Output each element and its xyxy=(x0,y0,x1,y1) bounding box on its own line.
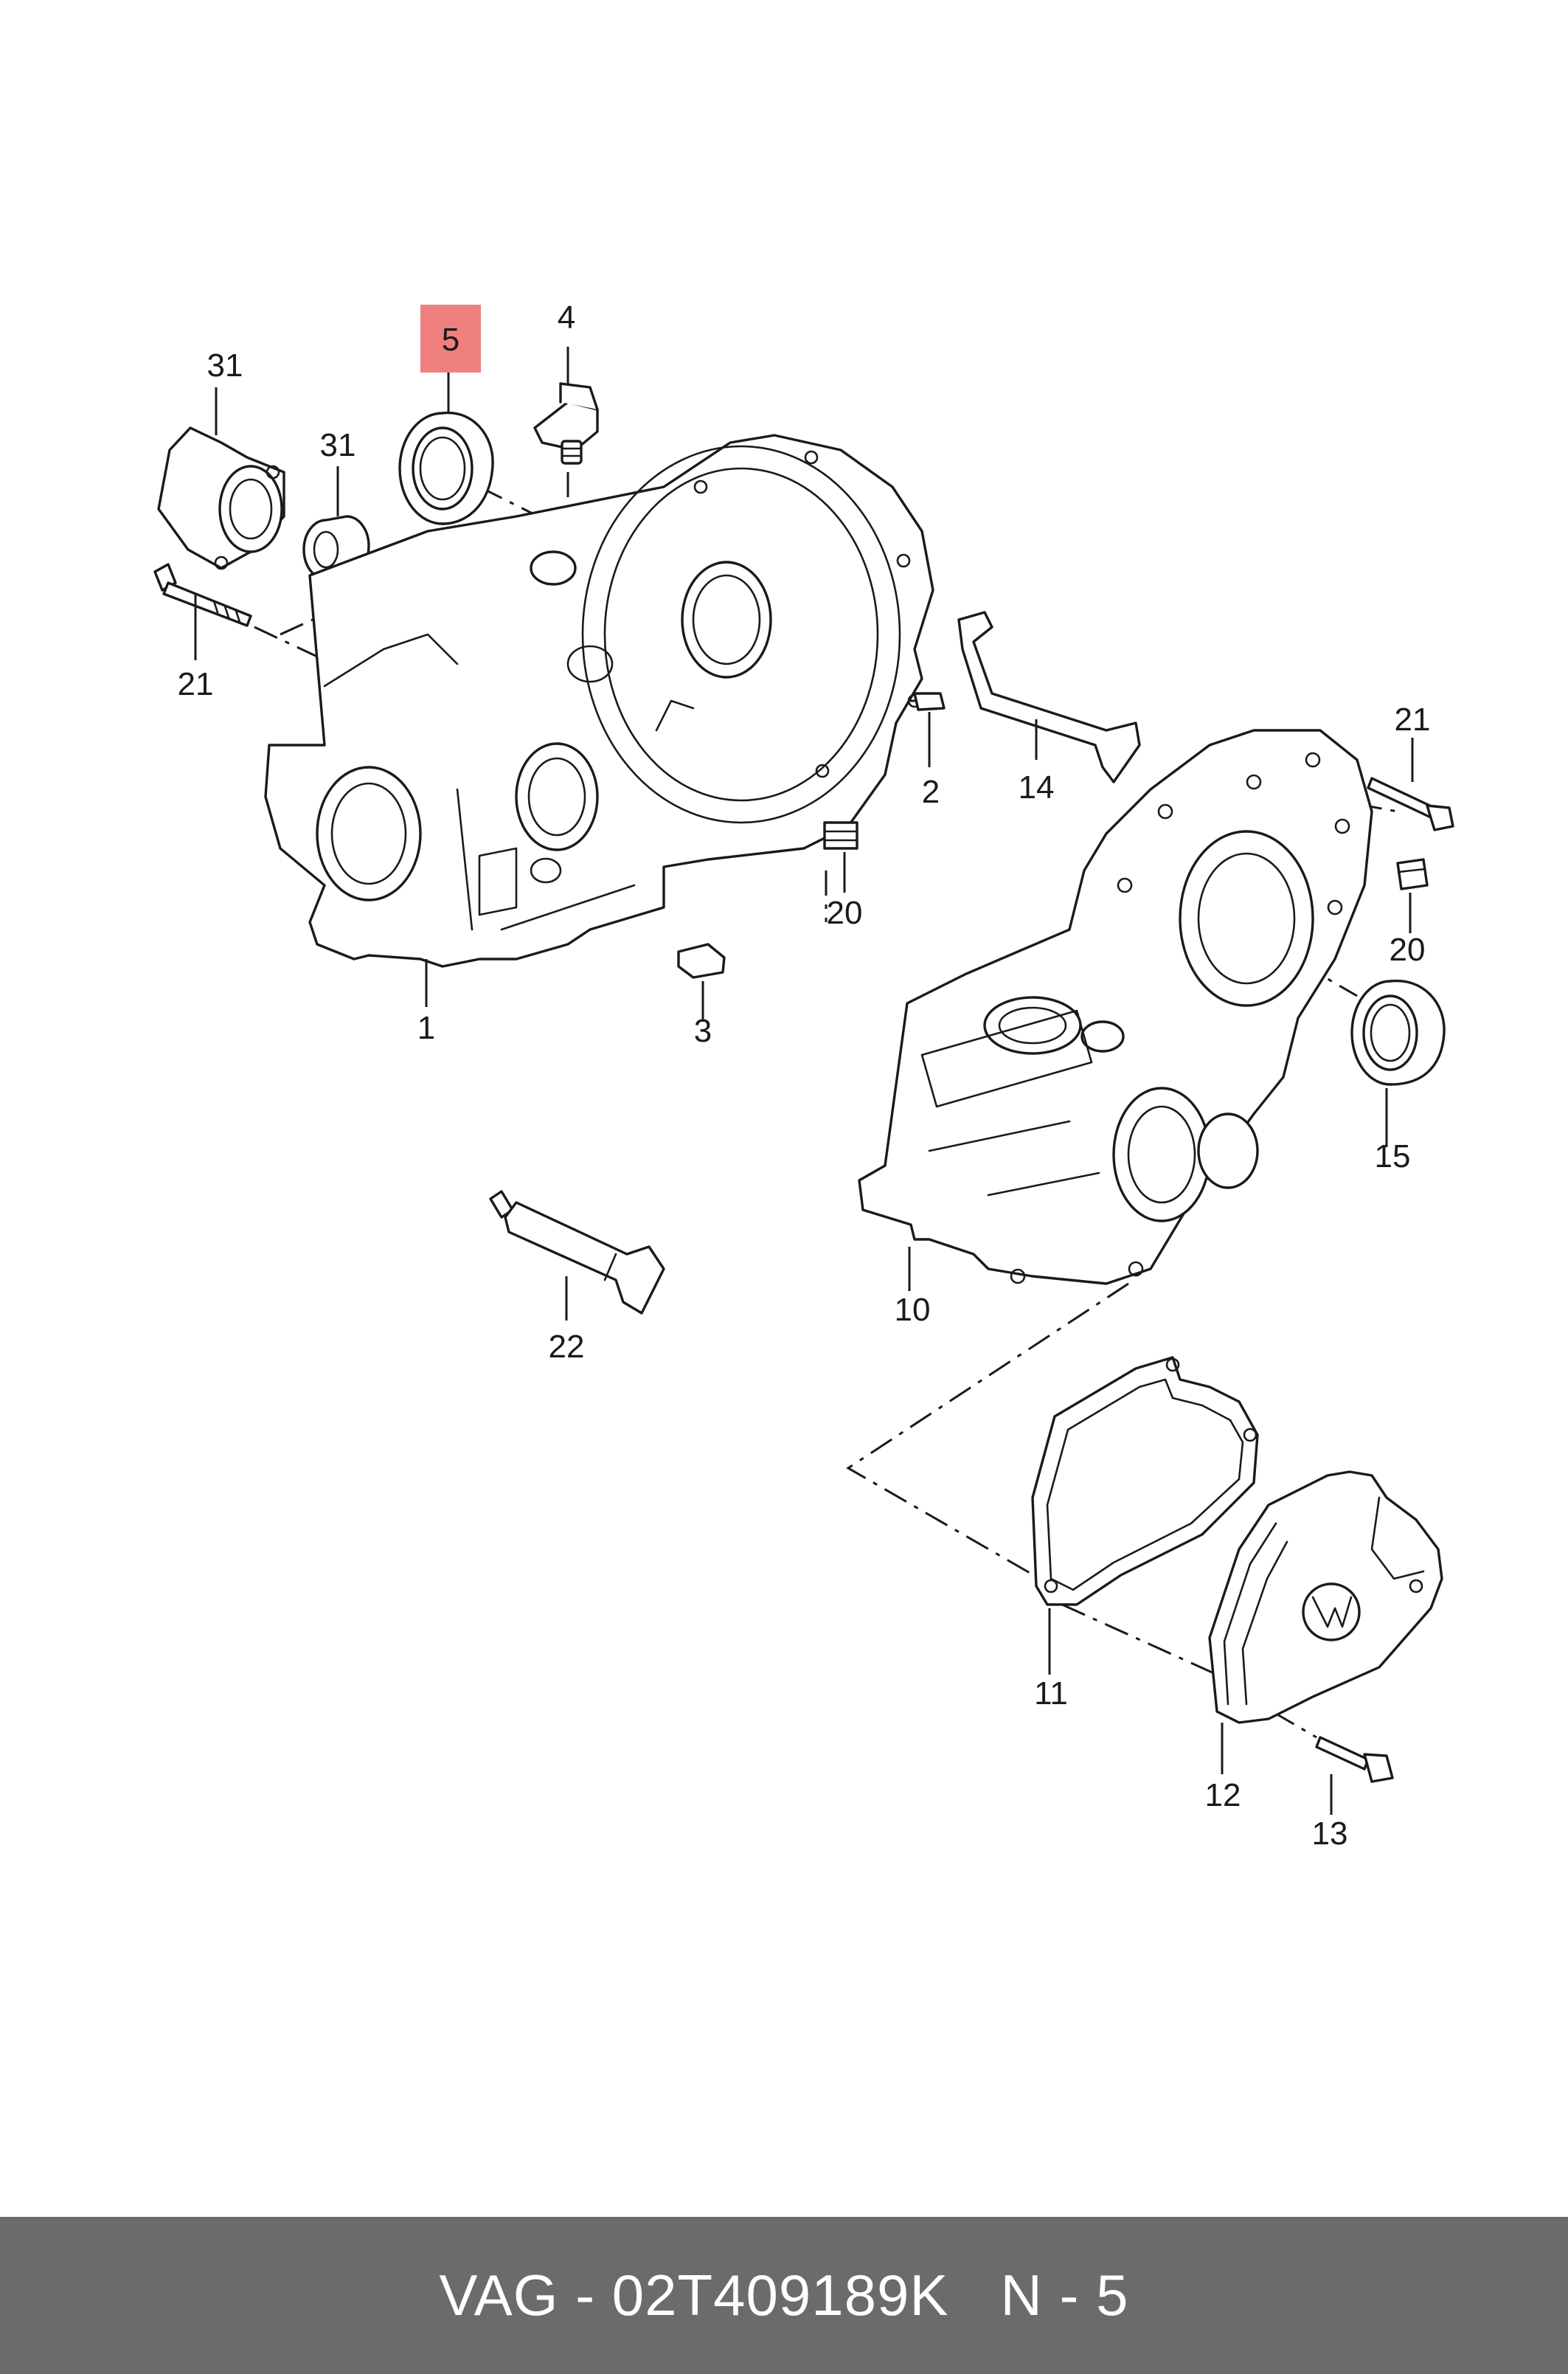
callout-21-right[interactable]: 21 xyxy=(1395,702,1431,738)
callout-15-seal[interactable]: 15 xyxy=(1375,1138,1411,1174)
callout-14-bracket[interactable]: 14 xyxy=(1019,769,1055,806)
callout-31-bearing[interactable]: 31 xyxy=(320,427,356,463)
callout-31-sleeve[interactable]: 31 xyxy=(207,347,243,384)
clutch-housing-part xyxy=(264,434,934,968)
long-bolt-part xyxy=(153,563,252,627)
long-bolt-right-part xyxy=(1367,777,1454,831)
sender-plug-part xyxy=(533,382,599,465)
callout-20-right[interactable]: 20 xyxy=(1390,932,1426,968)
callout-4-plug[interactable]: 4 xyxy=(558,300,575,336)
callout-12-cover[interactable]: 12 xyxy=(1205,1777,1241,1813)
shaft-seal-part xyxy=(398,411,494,525)
callout-13-bolt[interactable]: 13 xyxy=(1312,1816,1348,1852)
part-number-footer: VAG - 02T409189K N - 5 xyxy=(0,2217,1568,2374)
callout-11-gasket[interactable]: 11 xyxy=(1034,1675,1068,1712)
callout-2-pin[interactable]: 2 xyxy=(922,774,940,810)
callout-1-housing[interactable]: 1 xyxy=(417,1010,435,1046)
callout-22-sealant[interactable]: 22 xyxy=(549,1329,585,1365)
callout-21-left[interactable]: 21 xyxy=(178,666,214,702)
filler-plug-right-part xyxy=(1396,858,1429,890)
sealant-tube-part xyxy=(489,1190,665,1315)
gearbox-housing-part xyxy=(858,729,1373,1285)
cover-bolt-part xyxy=(1315,1736,1394,1783)
housing-cover-part xyxy=(1208,1470,1443,1724)
part-number-text: VAG - 02T409189K xyxy=(439,2263,949,2328)
dowel-pin-part xyxy=(913,692,946,711)
callout-5-seal[interactable]: 5 xyxy=(442,322,459,358)
callout-20-left[interactable]: 20 xyxy=(827,895,863,931)
callout-10-gearbox[interactable]: 10 xyxy=(895,1292,931,1328)
filler-plug-part xyxy=(823,821,858,850)
output-seal-part xyxy=(1350,979,1446,1086)
callout-3-magnet[interactable]: 3 xyxy=(694,1013,712,1049)
leader-lines xyxy=(194,347,1414,1815)
cover-gasket-part xyxy=(1031,1356,1259,1606)
magnet-part xyxy=(677,943,726,979)
guide-sleeve-part xyxy=(157,426,285,570)
position-text: N - 5 xyxy=(1000,2263,1129,2328)
exploded-parts-diagram: 31 31 5 4 21 2 14 21 20 20 1 3 15 10 22 … xyxy=(153,300,1454,1852)
bracket-part xyxy=(957,611,1141,783)
highlight-box xyxy=(420,305,481,373)
